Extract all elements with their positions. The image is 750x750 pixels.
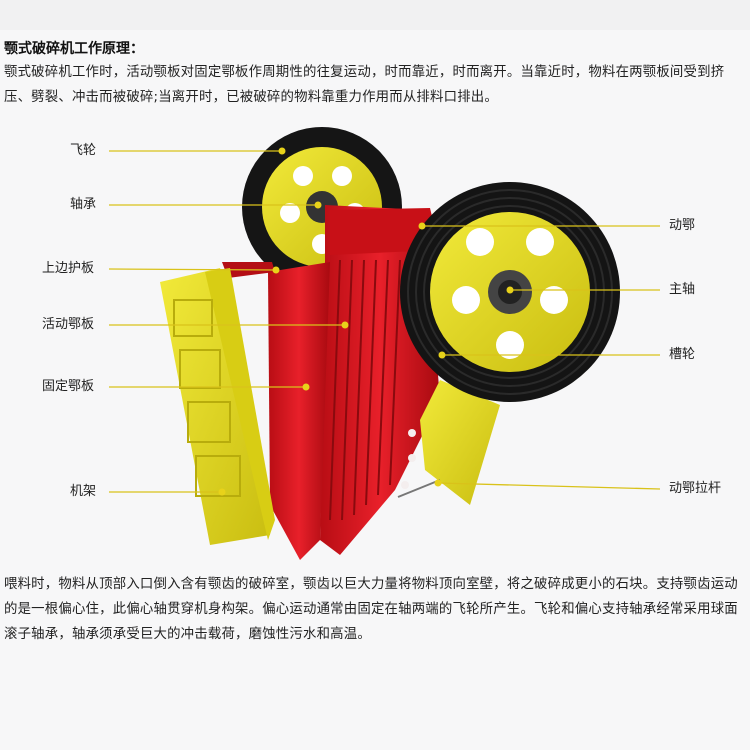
label-frame: 机架 bbox=[70, 484, 97, 499]
top-band bbox=[0, 0, 750, 30]
label-flywheel: 飞轮 bbox=[70, 143, 97, 158]
section-heading: 颚式破碎机工作原理： bbox=[4, 41, 144, 57]
label-top-guard: 上边护板 bbox=[42, 261, 95, 276]
label-moving-jaw: 活动鄂板 bbox=[42, 317, 95, 332]
toggle-support bbox=[420, 380, 500, 505]
toggle-rod bbox=[397, 479, 441, 498]
machine-frame bbox=[160, 268, 275, 545]
intro-paragraph: 颚式破碎机工作时，活动颚板对固定鄂板作周期性的往复运动，时而靠近，时而离开。当靠… bbox=[4, 65, 725, 105]
detail-paragraph: 喂料时，物料从顶部入口倒入含有颚齿的破碎室，颚齿以巨大力量将物料顶向室壁，将之破… bbox=[4, 577, 738, 642]
label-swing-jaw: 动鄂 bbox=[669, 218, 696, 233]
leader-lines bbox=[108, 150, 661, 493]
label-main-shaft: 主轴 bbox=[669, 282, 696, 297]
label-bearing: 轴承 bbox=[70, 197, 97, 212]
leader-dots bbox=[218, 147, 514, 496]
label-fixed-jaw: 固定鄂板 bbox=[42, 379, 95, 394]
label-groove-pulley: 槽轮 bbox=[669, 347, 696, 362]
label-tie-rod: 动鄂拉杆 bbox=[669, 481, 722, 496]
fixed-jaw-plate bbox=[268, 262, 330, 560]
